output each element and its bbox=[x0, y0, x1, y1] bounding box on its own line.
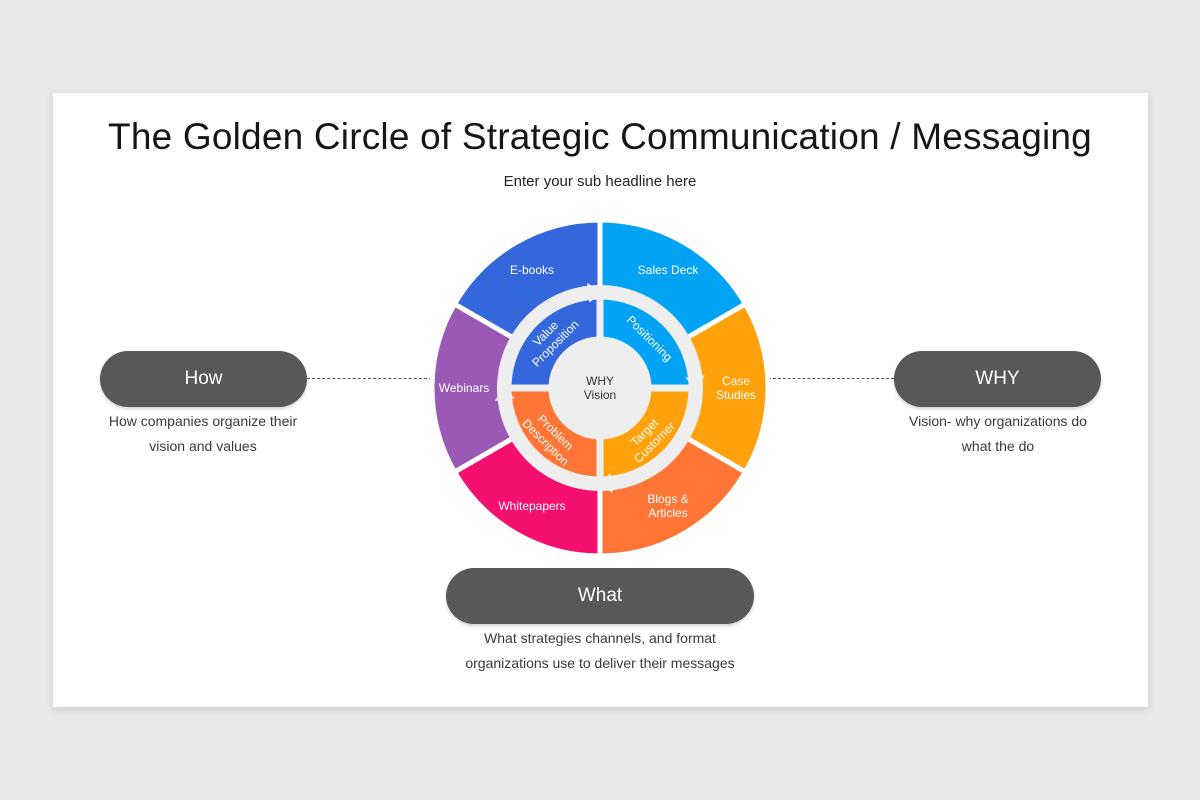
what-description: What strategies channels, and format org… bbox=[420, 626, 780, 676]
why-pill-label: WHY bbox=[975, 368, 1020, 389]
inner-ring bbox=[504, 292, 696, 484]
what-pill: What bbox=[446, 568, 754, 624]
how-pill-label: How bbox=[184, 368, 223, 389]
how-connector-line bbox=[307, 378, 432, 379]
why-pill: WHY bbox=[894, 351, 1101, 407]
arrow-icon bbox=[587, 282, 602, 303]
how-description-line2: vision and values bbox=[149, 438, 257, 454]
slide-title: The Golden Circle of Strategic Communica… bbox=[108, 116, 1092, 157]
cycle-arrows bbox=[494, 282, 706, 494]
why-description: Vision- why organizations do what the do bbox=[870, 409, 1126, 459]
how-pill: How bbox=[100, 351, 307, 407]
arrow-icon bbox=[598, 473, 613, 494]
what-description-line2: organizations use to deliver their messa… bbox=[465, 655, 735, 671]
slide-subtitle: Enter your sub headline here bbox=[503, 173, 697, 190]
outer-label-whitepapers: Whitepapers bbox=[498, 499, 565, 513]
why-connector-line bbox=[768, 378, 894, 379]
outer-label-webinars: Webinars bbox=[439, 381, 489, 395]
how-description-line1: How companies organize their bbox=[108, 413, 298, 429]
what-description-line1: What strategies channels, and format bbox=[484, 630, 716, 646]
what-pill-label: What bbox=[577, 585, 623, 606]
outer-label-blogs-articles: Blogs &Articles bbox=[647, 492, 688, 520]
why-description-line1: Vision- why organizations do bbox=[909, 413, 1087, 429]
arrow-icon bbox=[494, 386, 515, 401]
why-description-line2: what the do bbox=[961, 438, 1035, 454]
outer-label-e-books: E-books bbox=[510, 263, 554, 277]
outer-label-sales-deck: Sales Deck bbox=[638, 263, 700, 277]
center-label-line1: WHY bbox=[586, 374, 614, 388]
arrow-icon bbox=[685, 375, 706, 390]
center-label-line2: Vision bbox=[584, 388, 616, 402]
how-description: How companies organize their vision and … bbox=[80, 409, 326, 459]
center-circle bbox=[552, 340, 648, 436]
